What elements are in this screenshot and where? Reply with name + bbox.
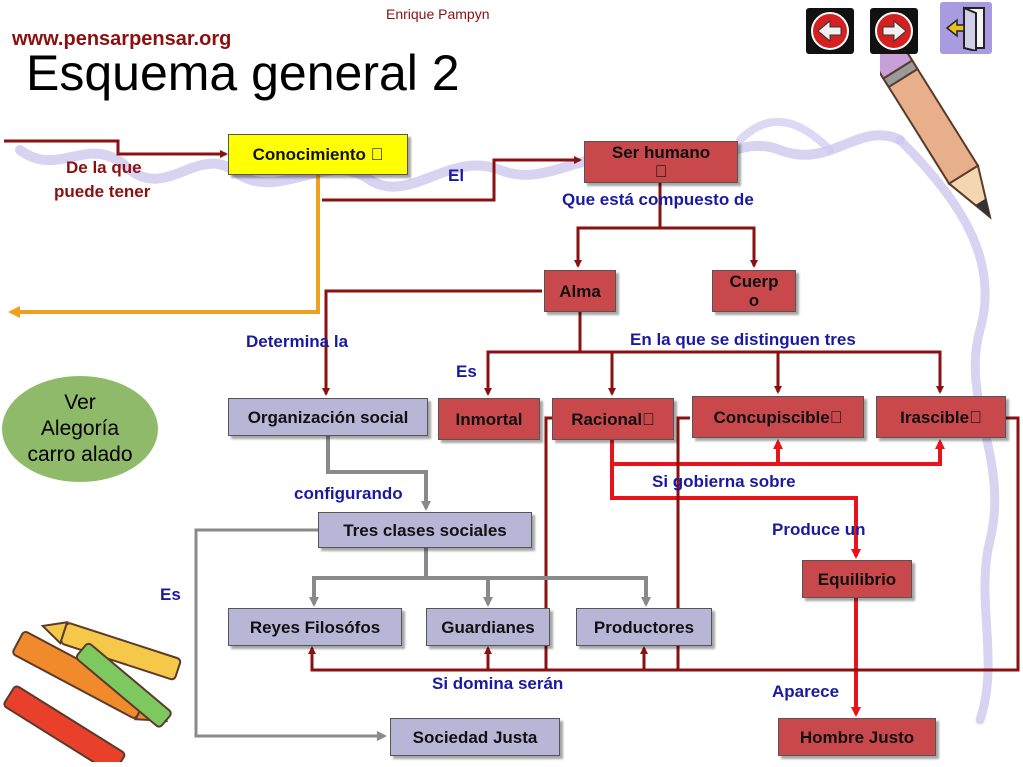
node-cuerpo[interactable]: Cuerp o (712, 270, 796, 312)
label-si-gobierna: Si gobierna sobre (652, 472, 796, 491)
label-de-la-que-2: puede tener (54, 182, 151, 201)
arrow-left-icon (811, 12, 849, 50)
node-ser-humano-line2:  (655, 162, 668, 181)
website-link[interactable]: www.pensarpensar.org (12, 28, 232, 50)
node-equilibrio[interactable]: Equilibrio (802, 560, 912, 598)
exit-button[interactable] (940, 2, 992, 54)
page-title: Esquema general 2 (26, 45, 460, 101)
oval-line-1: Ver (64, 391, 96, 414)
pencil-illustration (880, 37, 992, 220)
node-concupiscible[interactable]: Concupiscible (692, 396, 864, 438)
node-inmortal[interactable]: Inmortal (438, 398, 540, 440)
label-compuesto: Que está compuesto de (562, 190, 754, 209)
label-configurando: configurando (294, 484, 403, 503)
node-cuerpo-line1: Cuerp (729, 272, 779, 291)
forward-button[interactable] (870, 8, 918, 54)
arrow-right-icon (875, 12, 913, 50)
node-racional[interactable]: Racional (552, 398, 674, 440)
label-de-la-que-1: De la que (66, 158, 142, 177)
node-irascible[interactable]: Irascible (876, 396, 1006, 438)
node-hombre-justo[interactable]: Hombre Justo (778, 718, 936, 756)
node-reyes-filosofos[interactable]: Reyes Filosófos (228, 608, 402, 646)
label-es-alma: Es (456, 362, 477, 381)
node-tres-clases[interactable]: Tres clases sociales (318, 512, 532, 548)
node-ser-humano[interactable]: Ser humano  (584, 141, 738, 183)
back-button[interactable] (806, 8, 854, 54)
node-guardianes[interactable]: Guardianes (426, 608, 550, 646)
node-ser-humano-line1: Ser humano (611, 143, 711, 162)
node-alma[interactable]: Alma (544, 270, 616, 312)
label-distinguen: En la que se distinguen tres (630, 330, 856, 349)
node-productores[interactable]: Productores (576, 608, 712, 646)
exit-door-icon (945, 6, 985, 51)
crayons-illustration (3, 621, 182, 762)
label-si-domina: Si domina serán (432, 674, 564, 693)
node-cuerpo-line2: o (748, 291, 760, 310)
node-conocimiento[interactable]: Conocimiento  (228, 134, 408, 175)
allegory-link-oval[interactable]: Ver Alegoría carro alado (2, 376, 158, 482)
label-el: El (448, 166, 465, 185)
label-produce: Produce un (772, 520, 866, 539)
label-aparece: Aparece (772, 682, 840, 701)
oval-line-2: Alegoría (40, 417, 120, 440)
node-sociedad-justa[interactable]: Sociedad Justa (390, 718, 560, 756)
label-determina: Determina la (246, 332, 349, 351)
label-es-clases: Es (160, 585, 181, 604)
oval-line-3: carro alado (27, 443, 133, 466)
node-organizacion-social[interactable]: Organización social (228, 398, 428, 436)
author-name: Enrique Pampyn (386, 6, 490, 22)
